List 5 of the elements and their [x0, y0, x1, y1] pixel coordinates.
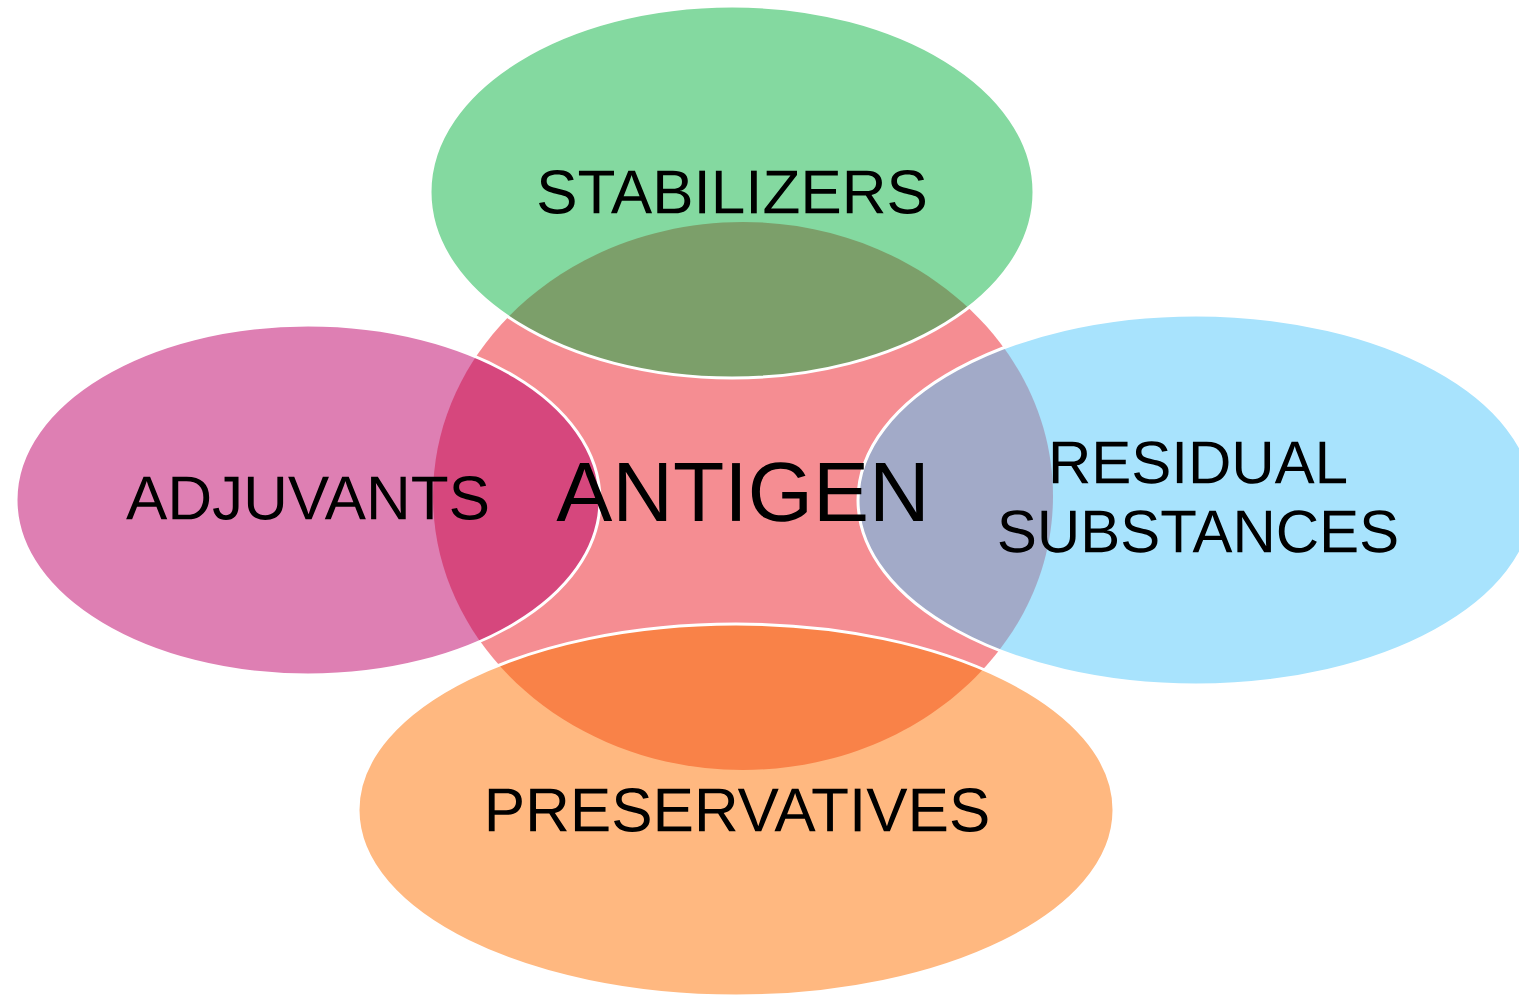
- ellipse-label: PRESERVATIVES: [488, 788, 988, 832]
- ellipse-label: ANTIGEN: [556, 462, 923, 522]
- ellipse-label: STABILIZERS: [539, 170, 925, 214]
- ellipse-label: RESIDUAL SUBSTANCES: [999, 441, 1397, 553]
- ellipse-label: ADJUVANTS: [126, 476, 488, 520]
